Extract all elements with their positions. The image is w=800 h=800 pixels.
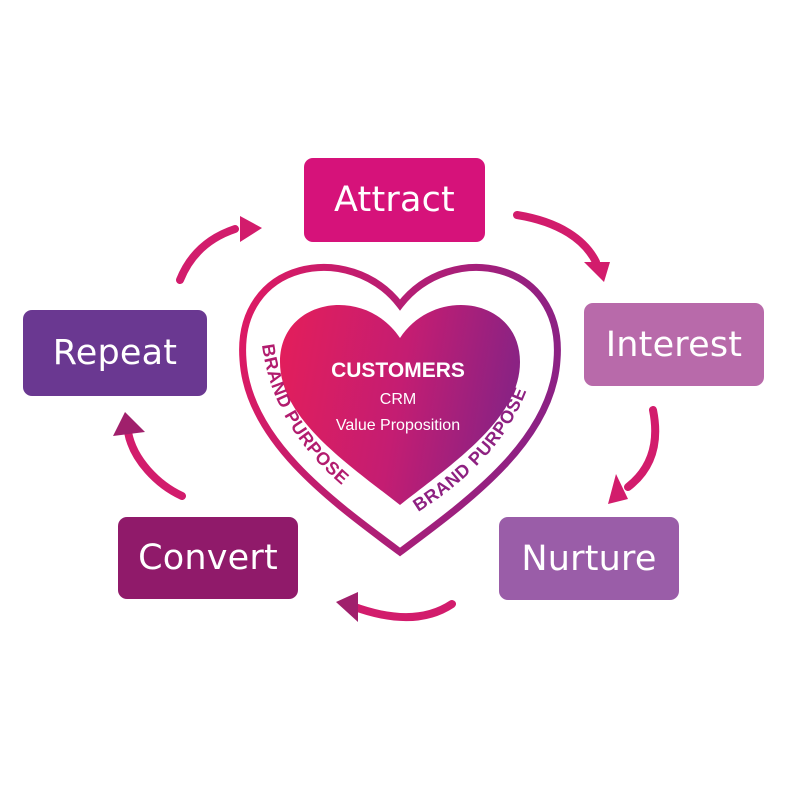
value-proposition-label: Value Proposition [336, 417, 460, 434]
customers-title: CUSTOMERS [331, 359, 465, 382]
stage-attract: Attract [304, 158, 485, 242]
stage-repeat-label: Repeat [52, 333, 178, 373]
arrow-repeat-to-attract [176, 216, 262, 284]
customers-heart [280, 305, 520, 505]
stage-nurture-label: Nurture [521, 538, 657, 579]
arrow-attract-to-interest [513, 211, 610, 282]
arrow-nurture-to-convert [336, 592, 456, 622]
stage-attract-label: Attract [334, 180, 455, 220]
brand-purpose-ring [239, 263, 561, 557]
stage-convert-label: Convert [138, 538, 278, 578]
arrow-interest-to-nurture [608, 406, 660, 504]
stage-repeat: Repeat [23, 310, 207, 396]
arrow-convert-to-repeat [113, 412, 186, 500]
stage-interest: Interest [584, 303, 764, 386]
crm-label: CRM [380, 391, 416, 408]
stage-convert: Convert [118, 517, 298, 599]
stage-nurture: Nurture [499, 517, 679, 600]
stage-interest-label: Interest [605, 324, 743, 365]
